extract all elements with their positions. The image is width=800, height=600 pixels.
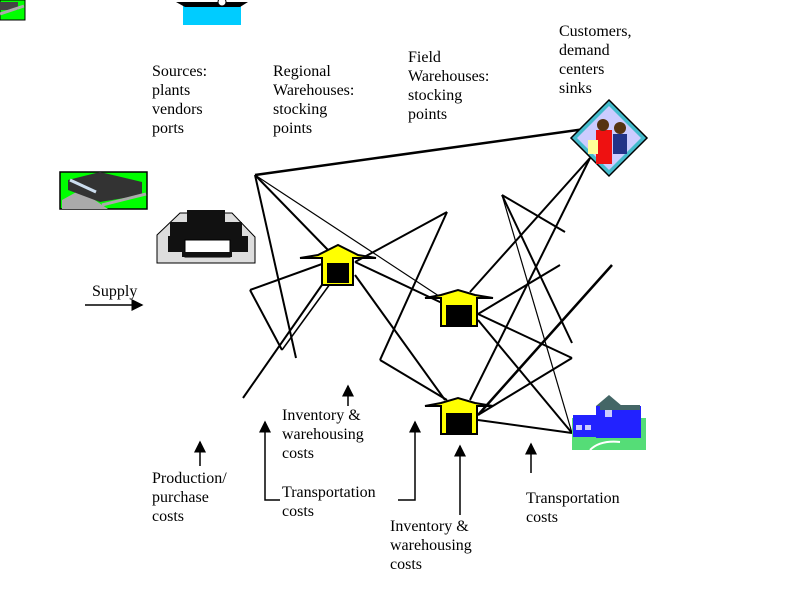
cost-arrows <box>85 299 537 515</box>
factory-icon <box>156 210 256 264</box>
production-costs-label: Production/ purchase costs <box>152 470 227 525</box>
transportation-costs-label-2: Transportation costs <box>526 490 620 526</box>
ship-port-icon <box>176 0 248 25</box>
transportation-costs-label-1: Transportation costs <box>282 484 376 520</box>
plant-icon <box>59 171 148 210</box>
warehouse-icon <box>299 243 377 286</box>
inventory-costs-label-2: Inventory & warehousing costs <box>390 518 472 573</box>
inventory-costs-label-1: Inventory & warehousing costs <box>282 407 364 462</box>
regional-warehouses-label: Regional Warehouses: stocking points <box>273 63 355 137</box>
plant-icon-partial <box>0 0 26 21</box>
sources-label: Sources: plants vendors ports <box>152 63 208 137</box>
warehouse-icon <box>424 396 494 435</box>
warehouse-icon <box>424 288 494 327</box>
house-icon <box>572 395 646 451</box>
customers-label: Customers, demand centers sinks <box>559 23 632 97</box>
customers-icon <box>569 98 649 178</box>
supply-label: Supply <box>92 283 138 300</box>
field-warehouses-label: Field Warehouses: stocking points <box>408 49 490 123</box>
network-links <box>242 126 613 434</box>
